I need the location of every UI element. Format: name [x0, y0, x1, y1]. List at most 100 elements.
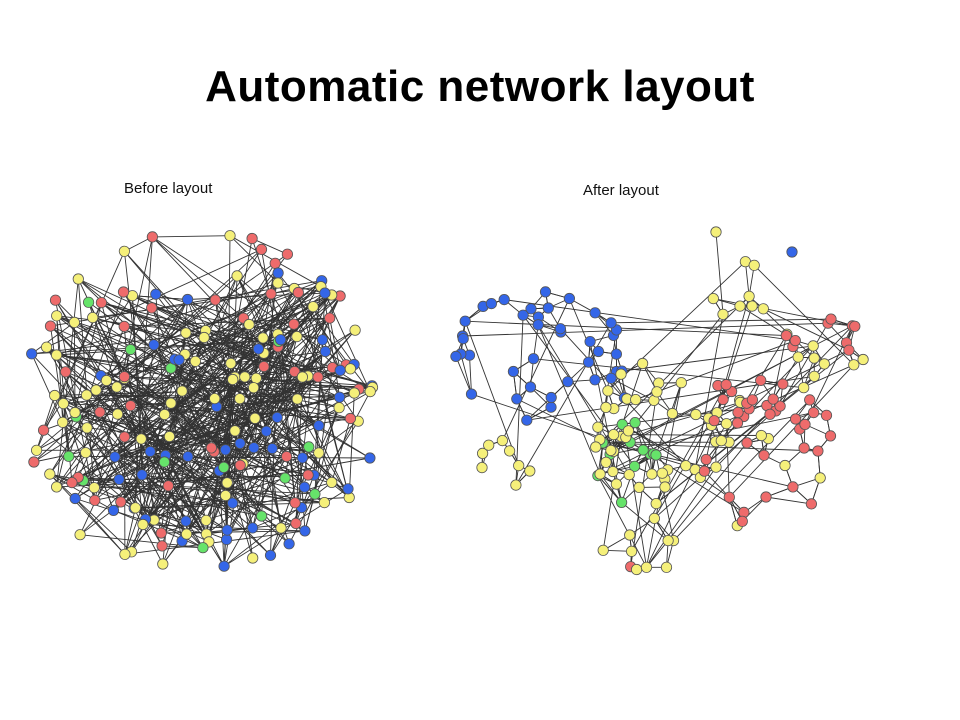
- after-node-yellow: [630, 563, 643, 576]
- after-node-blue: [554, 323, 567, 335]
- before-edge: [56, 348, 259, 488]
- before-edge: [31, 353, 64, 423]
- before-node-blue: [219, 444, 232, 456]
- before-node-red: [289, 497, 301, 509]
- before-node-yellow: [275, 522, 287, 534]
- after-node-yellow: [798, 382, 810, 394]
- before-edge: [31, 322, 75, 355]
- after-node-yellow: [710, 226, 722, 238]
- before-node-yellow: [227, 373, 239, 386]
- before-node-yellow: [221, 477, 233, 489]
- before-node-red: [146, 231, 158, 243]
- before-node-yellow: [69, 406, 81, 419]
- after-node-yellow: [476, 447, 489, 459]
- after-node-yellow: [808, 370, 820, 382]
- after-node-yellow: [779, 459, 791, 472]
- after-node-blue: [562, 376, 574, 388]
- before-node-red: [255, 243, 268, 255]
- before-edge: [251, 238, 288, 255]
- after-node-red: [789, 413, 802, 425]
- after-node-red: [789, 334, 801, 347]
- after-node-blue: [521, 414, 533, 426]
- before-node-yellow: [229, 425, 241, 437]
- after-node-red: [736, 515, 748, 527]
- after-node-yellow: [524, 465, 536, 477]
- after-node-yellow: [743, 290, 755, 302]
- after-edge: [765, 496, 812, 505]
- before-edge: [120, 263, 276, 503]
- after-node-red: [732, 406, 744, 418]
- before-node-blue: [113, 473, 125, 485]
- after-node-yellow: [710, 461, 722, 473]
- after-edge: [728, 364, 855, 498]
- after-node-blue: [485, 297, 497, 310]
- before-node-blue: [173, 354, 185, 366]
- before-node-red: [37, 424, 50, 436]
- before-node-blue: [227, 497, 239, 509]
- after-edge: [646, 442, 748, 568]
- after-node-red: [777, 378, 789, 390]
- before-edge: [83, 417, 256, 482]
- before-edge: [100, 375, 172, 404]
- after-node-blue: [592, 345, 605, 358]
- after-node-green: [615, 496, 628, 508]
- before-node-blue: [248, 442, 260, 454]
- after-node-yellow: [640, 561, 653, 573]
- before-node-blue: [136, 469, 148, 481]
- after-edge: [465, 320, 787, 337]
- after-edge: [516, 398, 600, 441]
- before-node-blue: [342, 483, 354, 495]
- before-edge: [296, 295, 341, 337]
- after-node-blue: [459, 315, 471, 327]
- before-node-blue: [252, 343, 264, 355]
- before-edge: [132, 295, 206, 332]
- before-node-red: [288, 365, 301, 378]
- before-node-yellow: [348, 387, 360, 399]
- before-edge: [162, 545, 203, 549]
- before-node-green: [218, 461, 230, 473]
- before-edge: [43, 295, 133, 431]
- before-edge: [223, 456, 287, 567]
- after-node-yellow: [633, 481, 645, 493]
- before-edge: [54, 395, 241, 444]
- before-node-blue: [69, 492, 81, 505]
- before-node-yellow: [249, 412, 261, 424]
- before-node-yellow: [234, 393, 246, 405]
- before-node-blue: [107, 504, 120, 516]
- before-edge: [230, 351, 326, 364]
- before-node-yellow: [318, 496, 330, 509]
- before-node-yellow: [364, 385, 376, 398]
- before-node-yellow: [296, 371, 308, 383]
- after-node-red: [720, 379, 732, 391]
- before-node-yellow: [50, 349, 63, 361]
- after-node-yellow: [607, 428, 620, 441]
- before-node-yellow: [198, 331, 210, 344]
- before-node-red: [146, 302, 158, 314]
- after-node-yellow: [757, 303, 769, 315]
- before-node-green: [83, 296, 95, 308]
- after-node-yellow: [814, 472, 826, 484]
- after-edge: [694, 314, 724, 470]
- after-node-yellow: [650, 497, 662, 510]
- after-node-blue: [517, 309, 529, 321]
- after-node-blue: [524, 381, 537, 393]
- after-node-yellow: [510, 479, 522, 491]
- before-node-blue: [148, 339, 160, 351]
- before-edge: [130, 292, 299, 407]
- before-edge: [232, 456, 287, 504]
- after-edge: [611, 318, 832, 324]
- after-node-red: [723, 491, 735, 503]
- before-node-yellow: [291, 393, 303, 405]
- after-edge: [715, 231, 724, 315]
- before-edge: [49, 473, 114, 511]
- before-nodes: [26, 230, 379, 572]
- before-node-yellow: [291, 330, 303, 343]
- before-edge: [202, 324, 295, 548]
- after-node-blue: [525, 303, 537, 315]
- before-node-yellow: [100, 374, 113, 387]
- before-edge: [263, 366, 306, 488]
- after-node-yellow: [848, 359, 860, 371]
- after-node-red: [799, 418, 811, 430]
- after-node-blue: [450, 350, 462, 362]
